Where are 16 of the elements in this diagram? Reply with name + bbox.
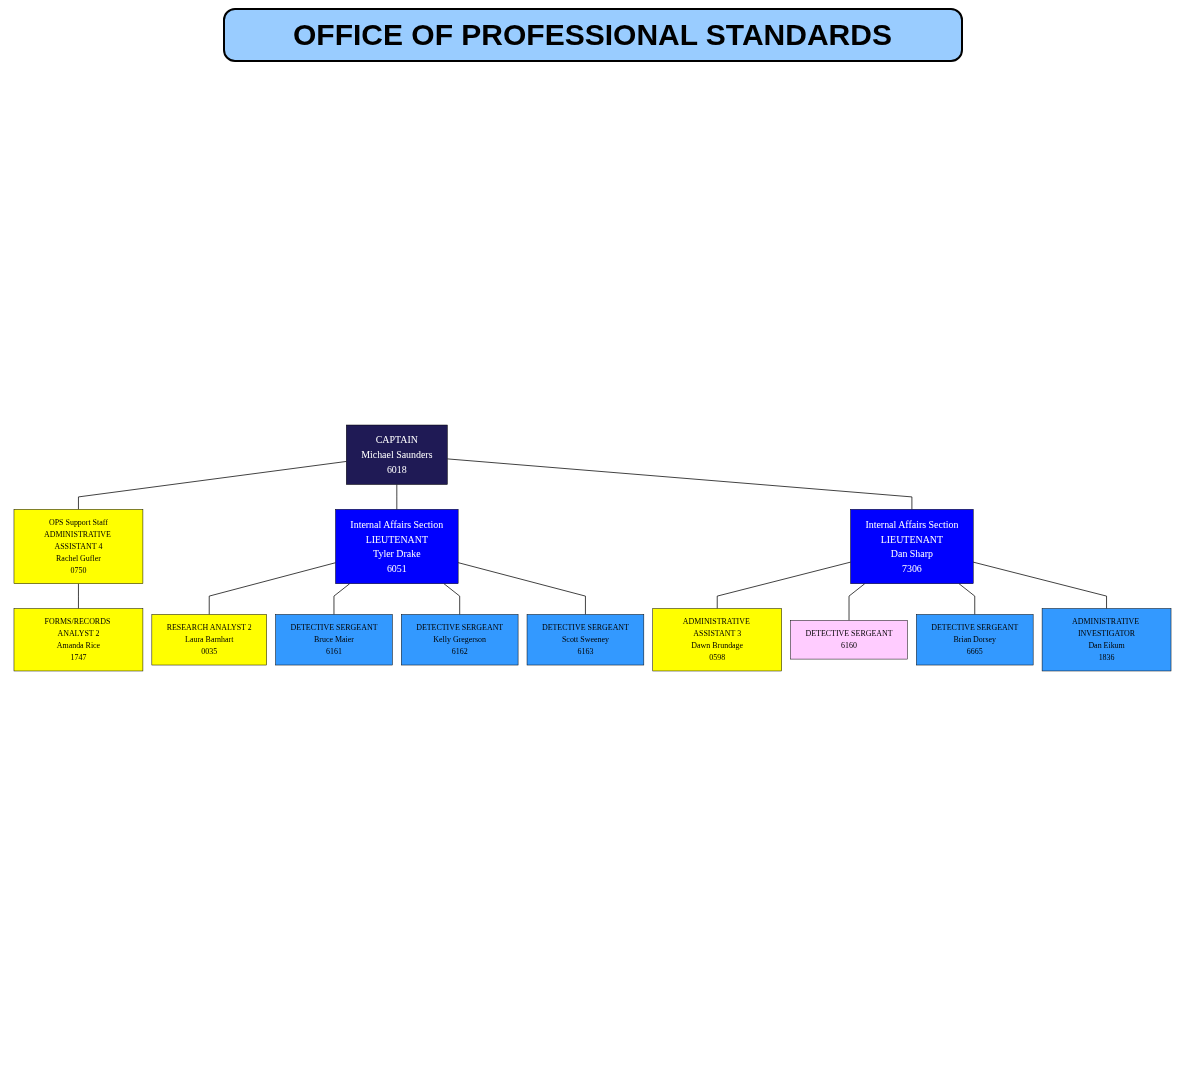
title-banner: OFFICE OF PROFESSIONAL STANDARDS xyxy=(222,8,963,62)
connector xyxy=(848,583,866,621)
node-box: CAPTAIN Michael Saunders 6018 xyxy=(346,424,448,485)
connector xyxy=(958,583,976,615)
connector xyxy=(333,583,351,615)
connector xyxy=(78,583,79,609)
node-box: Internal Affairs Section LIEUTENANT Dan Sharp 7306 xyxy=(850,509,974,584)
connector xyxy=(443,583,461,615)
connector xyxy=(78,461,347,510)
node-box: Internal Affairs Section LIEUTENANT Tyler Drake 6051 xyxy=(335,509,459,584)
connector xyxy=(716,561,851,609)
connector xyxy=(972,561,1107,609)
connector xyxy=(208,562,336,615)
connector xyxy=(447,458,913,510)
connector xyxy=(457,562,586,615)
connector xyxy=(396,484,398,510)
